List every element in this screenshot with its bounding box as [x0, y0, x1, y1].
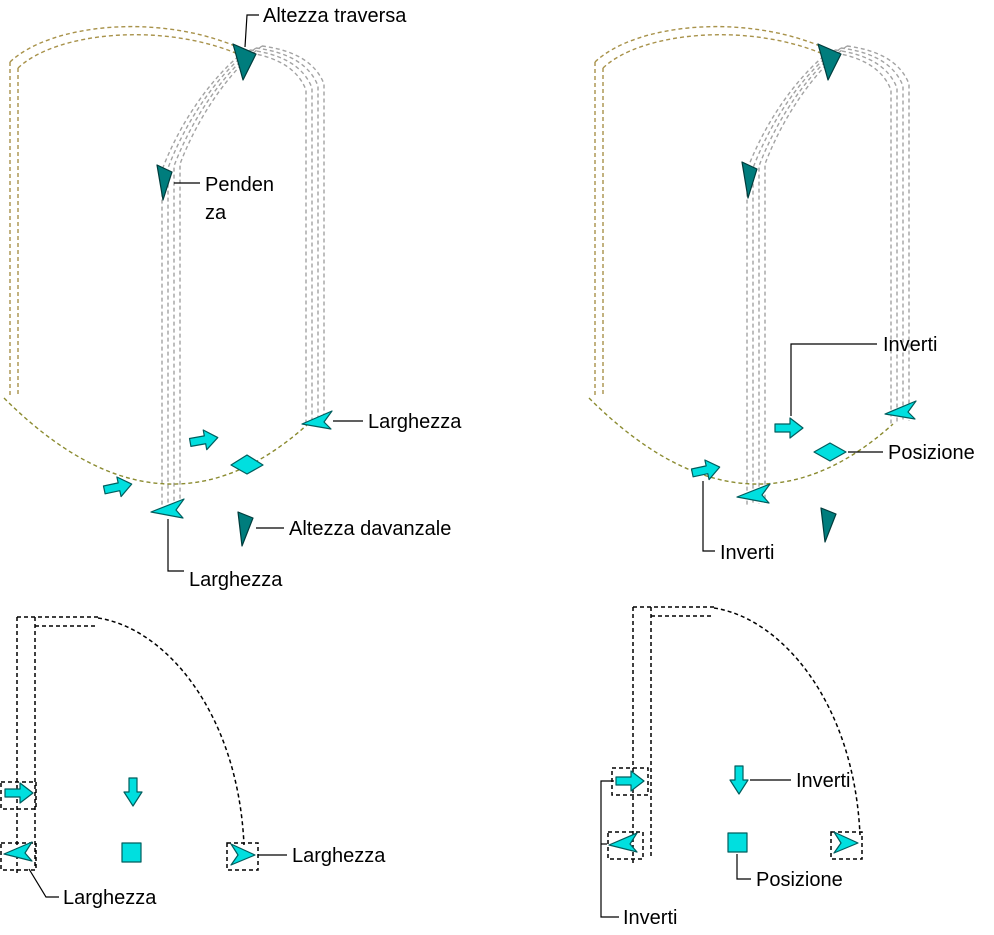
plan-hotspot-box	[830, 831, 863, 860]
plan-hotspot-box	[226, 842, 259, 871]
leader-inverti-bottom	[600, 780, 619, 918]
label-inverti-top: Inverti	[883, 334, 937, 356]
wireframe-arch	[752, 49, 898, 505]
right-block-arrow-hotspot	[4, 782, 34, 804]
wall-base-arc	[3, 397, 309, 485]
wireframe-arc	[594, 25, 828, 63]
leader-larghezza-bottom	[167, 519, 184, 572]
leader-inverti-bottom	[702, 481, 715, 552]
wireframe-arc	[9, 25, 243, 63]
left-dart-hotspot	[608, 832, 638, 853]
labels: Larghezza Larghezza	[63, 845, 386, 909]
panel-plan-flip-position: Inverti Posizione Inverti	[600, 606, 863, 929]
inverti-left-arrow-hotspot	[690, 459, 721, 481]
label-inverti-top: Inverti	[796, 770, 850, 792]
label-larghezza-bottom: Larghezza	[63, 887, 157, 909]
larghezza-base-hotspot	[150, 498, 185, 519]
inverti-right-block-arrow-hotspot	[615, 770, 645, 792]
label-altezza-traversa: Altezza traversa	[263, 5, 407, 27]
label-pendenza-line1: Penden	[205, 174, 274, 196]
pendenza-hotspot	[156, 164, 173, 201]
down-block-arrow-hotspot	[123, 777, 143, 807]
cyan-hotspots	[102, 410, 333, 519]
panel-3d-flip-position: Inverti Posizione Inverti	[588, 25, 975, 564]
square-hotspot	[121, 842, 142, 863]
plan-hotspot-box	[607, 831, 644, 860]
wall-base-arc	[588, 397, 894, 485]
leader-posizione	[736, 854, 751, 880]
label-posizione: Posizione	[888, 442, 975, 464]
wireframe-arch	[167, 49, 313, 505]
altezza-traversa-hotspot	[232, 43, 257, 81]
dark-hotspots	[741, 43, 842, 543]
label-altezza-davanzale: Altezza davanzale	[289, 518, 451, 540]
panel-3d-parameters: Altezza traversa Penden za Larghezza Alt…	[3, 5, 462, 591]
diamond-hotspot	[230, 454, 264, 475]
move-center-arrow-hotspot	[188, 429, 219, 451]
posizione-diamond-hotspot	[813, 442, 847, 462]
leader-inverti-top	[790, 343, 877, 416]
mid-arrow-hotspot	[741, 161, 758, 199]
wireframe-arch	[758, 47, 904, 504]
larghezza-right-hotspot	[301, 410, 333, 430]
wireframe-arc	[17, 34, 239, 69]
dark-hotspots	[156, 43, 257, 547]
leader-altezza-traversa	[244, 14, 259, 48]
label-pendenza-line2: za	[205, 202, 227, 224]
arch-front-outline	[161, 45, 325, 506]
wireframe-arch	[746, 51, 892, 506]
panel-plan-parameters: Larghezza Larghezza	[0, 616, 386, 909]
altezza-davanzale-hotspot	[237, 511, 254, 547]
right-dart-hotspot	[884, 400, 917, 420]
apex-arrow-hotspot	[817, 43, 842, 81]
label-inverti-bottom: Inverti	[623, 907, 677, 929]
larghezza-right-dart-hotspot	[230, 843, 256, 866]
move-left-arrow-hotspot	[102, 476, 133, 498]
label-larghezza-right: Larghezza	[368, 411, 462, 433]
wireframe-arch	[161, 51, 307, 506]
leader-lines	[600, 779, 791, 918]
labels: Inverti Posizione Inverti	[720, 334, 975, 564]
leader-lines	[167, 14, 363, 572]
larghezza-left-dart-hotspot	[3, 841, 33, 862]
label-posizione: Posizione	[756, 869, 843, 891]
wireframe-copy	[588, 25, 910, 506]
label-larghezza-bottom: Larghezza	[189, 569, 283, 591]
wireframe-arch	[173, 47, 319, 504]
base-dart-hotspot	[736, 483, 771, 504]
inverti-down-block-arrow-hotspot	[729, 765, 749, 795]
leader-lines	[28, 854, 287, 898]
plan-swing-arc	[97, 617, 245, 846]
labels: Altezza traversa Penden za Larghezza Alt…	[189, 5, 462, 591]
plan-hotspot-box	[0, 781, 37, 810]
right-dart-hotspot	[833, 831, 859, 854]
wireframe-arch	[179, 45, 325, 503]
cyan-hotspots	[3, 777, 256, 866]
wireframe-base-arc	[3, 397, 309, 485]
arch-front-outline	[746, 45, 910, 506]
leader-larghezza-bottom	[28, 868, 59, 898]
wireframe-base-arc	[588, 397, 894, 485]
arch-back-outline	[9, 25, 243, 398]
wireframe-arch	[764, 45, 910, 503]
label-larghezza-right: Larghezza	[292, 845, 386, 867]
cyan-hotspots	[690, 400, 917, 504]
label-inverti-bottom: Inverti	[720, 542, 774, 564]
wireframe-arc	[602, 34, 824, 69]
plan-outline	[607, 606, 863, 863]
posizione-square-hotspot	[727, 832, 748, 853]
sill-arrow-hotspot	[820, 507, 837, 543]
inverti-center-arrow-hotspot	[774, 417, 804, 439]
plan-swing-arc	[713, 607, 861, 836]
plan-hotspot-box	[0, 842, 37, 871]
labels: Inverti Posizione Inverti	[623, 770, 850, 929]
plan-outline	[0, 616, 259, 873]
cyan-hotspots	[608, 765, 859, 854]
leader-lines	[702, 343, 883, 552]
arch-back-outline	[594, 25, 828, 398]
